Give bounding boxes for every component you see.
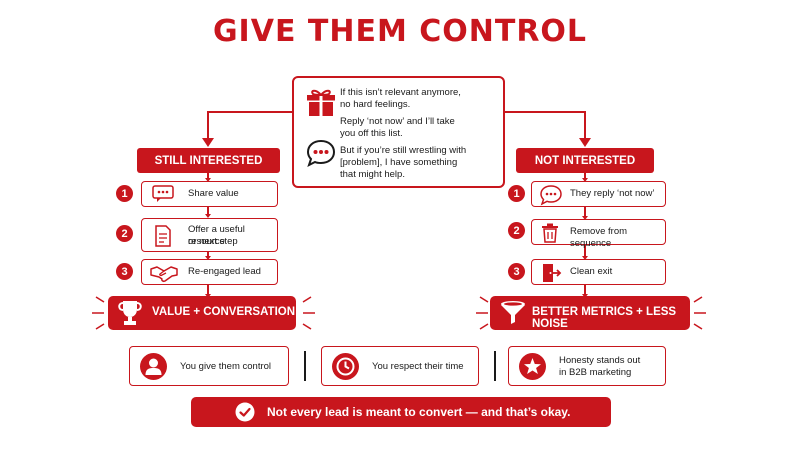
step-number: 3 <box>116 263 133 280</box>
message-box: If this isn’t relevant anymore, no hard … <box>292 76 505 188</box>
message-line: If this isn’t relevant anymore, <box>340 87 461 98</box>
right-branch-arrow <box>505 111 586 140</box>
sparkle-lines-icon <box>476 296 489 330</box>
funnel-icon <box>501 301 525 324</box>
divider <box>494 351 496 381</box>
left-branch-arrow <box>207 111 292 140</box>
outcome-label: BETTER METRICS + LESS NOISE <box>532 306 677 330</box>
step-number: 2 <box>116 225 133 242</box>
sparkle-lines-icon <box>92 296 105 330</box>
gift-icon <box>307 89 335 116</box>
better-metrics-outcome: BETTER METRICS + LESS NOISE <box>490 296 690 330</box>
step-number: 3 <box>508 263 525 280</box>
step-label: Remove from sequence <box>570 226 628 249</box>
step-label: They reply ‘not now’ <box>570 188 655 199</box>
step-label: Offer a useful resource <box>188 224 245 247</box>
clock-icon <box>336 357 355 376</box>
step-number: 1 <box>116 185 133 202</box>
message-line: no hard feelings. <box>340 99 411 110</box>
step-label: Share value <box>188 188 239 199</box>
message-line: [problem], I have something <box>340 157 458 168</box>
sparkle-lines-icon <box>302 296 315 330</box>
benefit-label: You respect their time <box>372 361 464 372</box>
chat-bubble-icon <box>306 139 336 167</box>
trophy-icon <box>118 301 142 325</box>
step-number: 1 <box>508 185 525 202</box>
divider <box>304 351 306 381</box>
message-line: Reply ‘not now’ and I’ll take <box>340 116 455 127</box>
left-step-re-engaged: Re-engaged lead <box>141 259 278 285</box>
sparkle-lines-icon <box>693 296 706 330</box>
page-title: GIVE THEM CONTROL <box>212 14 588 49</box>
chat-bubble-icon <box>540 185 562 206</box>
right-step-reply-not-now: They reply ‘not now’ <box>531 181 666 207</box>
right-step-clean-exit: Clean exit <box>531 259 666 285</box>
step-label: Re-engaged lead <box>188 266 261 277</box>
benefit-respect-time: You respect their time <box>321 346 479 386</box>
message-line: But if you’re still wrestling with <box>340 145 467 156</box>
step-label: Clean exit <box>570 266 613 277</box>
exit-door-icon <box>543 264 562 282</box>
footer-banner: Not every lead is meant to convert — and… <box>191 397 611 427</box>
document-icon <box>155 225 171 247</box>
still-interested-header: STILL INTERESTED <box>137 148 280 173</box>
left-step-offer-resource: Offer a useful resource or next step <box>141 218 278 252</box>
left-step-share-value: Share value <box>141 181 278 207</box>
message-line: that might help. <box>340 169 405 180</box>
trash-icon <box>542 223 558 243</box>
not-interested-header: NOT INTERESTED <box>516 148 654 173</box>
chat-bubble-icon <box>152 185 174 202</box>
benefit-honesty: Honesty stands out in B2B marketing <box>508 346 666 386</box>
message-line: you off this list. <box>340 128 403 139</box>
value-conversation-outcome: VALUE + CONVERSATION <box>108 296 296 330</box>
step-number: 2 <box>508 222 525 239</box>
person-icon <box>145 358 162 375</box>
check-circle-icon <box>235 402 255 422</box>
outcome-label: VALUE + CONVERSATION <box>152 306 296 318</box>
step-label: or next step <box>188 236 238 247</box>
benefit-label: in B2B marketing <box>559 367 632 378</box>
star-icon <box>524 358 541 374</box>
handshake-icon <box>150 266 178 282</box>
footer-label: Not every lead is meant to convert — and… <box>267 405 571 419</box>
benefit-give-control: You give them control <box>129 346 289 386</box>
benefit-label: Honesty stands out <box>559 355 641 366</box>
right-step-remove: Remove from sequence <box>531 219 666 249</box>
benefit-label: You give them control <box>180 361 272 372</box>
